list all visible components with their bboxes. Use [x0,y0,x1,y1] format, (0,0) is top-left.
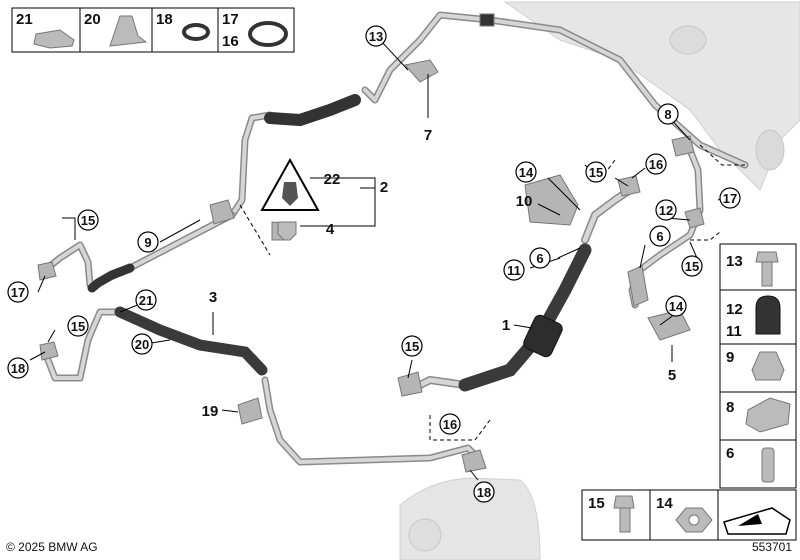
callout-20: 20 [135,337,149,352]
holder-icon [109,15,148,47]
legend-14: 14 [656,495,673,512]
callout-15e-circle [401,335,423,357]
legend-9: 9 [726,349,734,366]
valve-insert-icon [761,447,775,483]
right-legend: 13 12 11 9 8 6 [719,243,797,489]
callout-9: 9 [144,235,151,250]
callout-22: 22 [324,171,341,188]
callout-19: 19 [202,403,219,420]
evaporator-housing [503,1,800,191]
callout-8: 8 [664,107,671,122]
compressor [399,477,541,560]
callout-18b-circle [473,481,495,503]
dashed-brackets [239,144,745,441]
hose-upper [264,94,361,127]
legend-16: 16 [222,33,239,50]
callout-16b: 16 [443,417,457,432]
callout-8-circle [657,103,679,125]
bottom-legend: 15 14 [581,489,797,541]
callout-2: 2 [380,179,388,196]
legend-20: 20 [84,11,101,28]
hoses [87,94,592,392]
o-ring-large-icon [248,21,288,47]
legend-13: 13 [726,253,743,270]
callout-15b: 15 [589,165,603,180]
callouts [7,25,741,503]
double-clip-icon [745,397,791,433]
callout-16a: 16 [649,157,663,172]
bolt-icon [755,251,779,287]
cap-icon [755,295,781,335]
callout-12a-circle [655,199,677,221]
clip-small-icon [751,351,785,381]
callout-15a: 15 [81,213,95,228]
callout-15d-circle [67,315,89,337]
copyright-text: © 2025 BMW AG [6,540,98,554]
callout-15c: 15 [685,259,699,274]
top-legend: 21 20 18 17 16 [11,7,295,53]
callout-14b-circle [665,295,687,317]
callout-9-circle [137,231,159,253]
callout-6a-circle [529,247,551,269]
callout-18b: 18 [477,485,491,500]
legend-12: 12 [726,301,743,318]
callout-16b-circle [439,413,461,435]
callout-1: 1 [502,317,510,334]
callout-13: 13 [369,29,383,44]
callout-11a: 11 [507,263,521,278]
callout-17a-circle [7,281,29,303]
callout-15c-circle [681,255,703,277]
hose-1 [458,243,592,392]
callout-10: 10 [516,193,533,210]
callout-15a-circle [77,209,99,231]
valve-part [277,221,297,241]
diagram-number: 553701 [751,540,792,554]
callout-5: 5 [668,367,676,384]
callout-13-circle [365,25,387,47]
callout-18a-circle [7,357,29,379]
callout-20-circle [131,333,153,355]
legend-21: 21 [16,11,33,28]
legend-17: 17 [222,11,239,28]
callout-16a-circle [645,153,667,175]
callout-21-circle [135,289,157,311]
legend-11: 11 [726,323,742,340]
hose-3 [114,306,268,376]
callout-17a: 17 [11,285,25,300]
callout-6b-circle [649,225,671,247]
callout-14a: 14 [519,165,534,180]
callout-21: 21 [139,293,153,308]
warning-triangle-icon [260,157,320,211]
callout-17b-circle [719,187,741,209]
callout-17b: 17 [723,191,737,206]
callout-15e: 15 [405,339,419,354]
clip-icon [33,29,75,49]
callout-12a: 12 [659,203,673,218]
legend-8: 8 [726,399,734,416]
leader-lines [29,39,731,481]
callout-15d: 15 [71,319,85,334]
callout-labels: 13 7 8 22 2 4 15 9 17 14 10 15 16 6 11 1… [11,29,737,500]
callout-6b: 6 [656,229,663,244]
callout-18a: 18 [11,361,25,376]
legend-18: 18 [156,11,173,28]
callout-6a: 6 [536,251,543,266]
o-ring-small-icon [182,23,210,41]
callout-15b-circle [585,161,607,183]
callout-4: 4 [326,221,335,238]
legend-15: 15 [588,495,605,512]
callout-14a-circle [515,161,537,183]
hose-left [87,263,135,293]
legend-6: 6 [726,445,734,462]
callout-14b: 14 [669,299,684,314]
flange-bolt-icon [613,495,635,533]
callout-3: 3 [209,289,217,306]
callout-7: 7 [424,127,432,144]
callout-11a-circle [503,259,525,281]
